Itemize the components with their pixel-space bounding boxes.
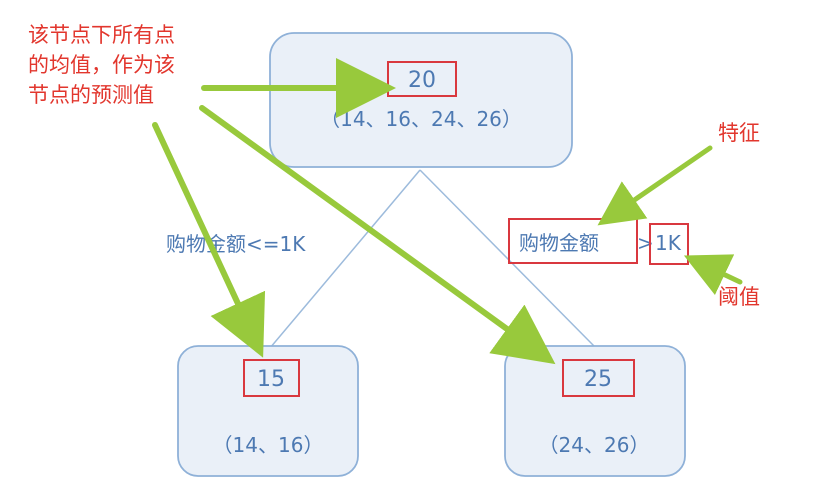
left-value-highlight bbox=[243, 359, 300, 397]
root-value: 20 bbox=[408, 68, 436, 93]
arrow-to-threshold bbox=[683, 254, 743, 296]
arrow-to-right-value bbox=[199, 105, 556, 365]
left-child-samples: （14、16） bbox=[213, 433, 324, 457]
root-node: 20 （14、16、24、26） bbox=[269, 32, 573, 168]
right-child-samples: （24、26） bbox=[539, 433, 650, 457]
mean-note-line-1: 该节点下所有点 bbox=[28, 23, 175, 47]
right-split-feature: 购物金额 bbox=[519, 231, 599, 255]
threshold-highlight bbox=[649, 223, 689, 265]
right-split-threshold: 1K bbox=[655, 231, 682, 255]
edge-root-right bbox=[419, 169, 595, 347]
mean-annotation: 该节点下所有点 的均值，作为该 节点的预测值 bbox=[28, 23, 175, 107]
edge-root-left bbox=[269, 169, 421, 349]
feature-highlight bbox=[508, 218, 638, 264]
left-child-value: 15 bbox=[257, 367, 285, 392]
right-split-label: 购物金额 > 1K bbox=[508, 218, 689, 265]
right-child-node: 25 （24、26） bbox=[504, 345, 686, 477]
arrow-to-feature bbox=[597, 145, 713, 226]
mean-note-line-3: 节点的预测值 bbox=[28, 83, 154, 107]
left-child-node: 15 （14、16） bbox=[177, 345, 359, 477]
right-value-highlight bbox=[562, 359, 635, 397]
left-split-label: 购物金额<=1K bbox=[166, 232, 306, 256]
root-samples: （14、16、24、26） bbox=[320, 107, 522, 131]
right-child-value: 25 bbox=[584, 367, 612, 392]
mean-note-line-2: 的均值，作为该 bbox=[28, 53, 175, 77]
threshold-note: 阈值 bbox=[718, 285, 760, 309]
feature-note: 特征 bbox=[718, 121, 760, 145]
right-split-operator: > bbox=[637, 231, 654, 255]
arrow-to-left-value bbox=[152, 122, 266, 358]
